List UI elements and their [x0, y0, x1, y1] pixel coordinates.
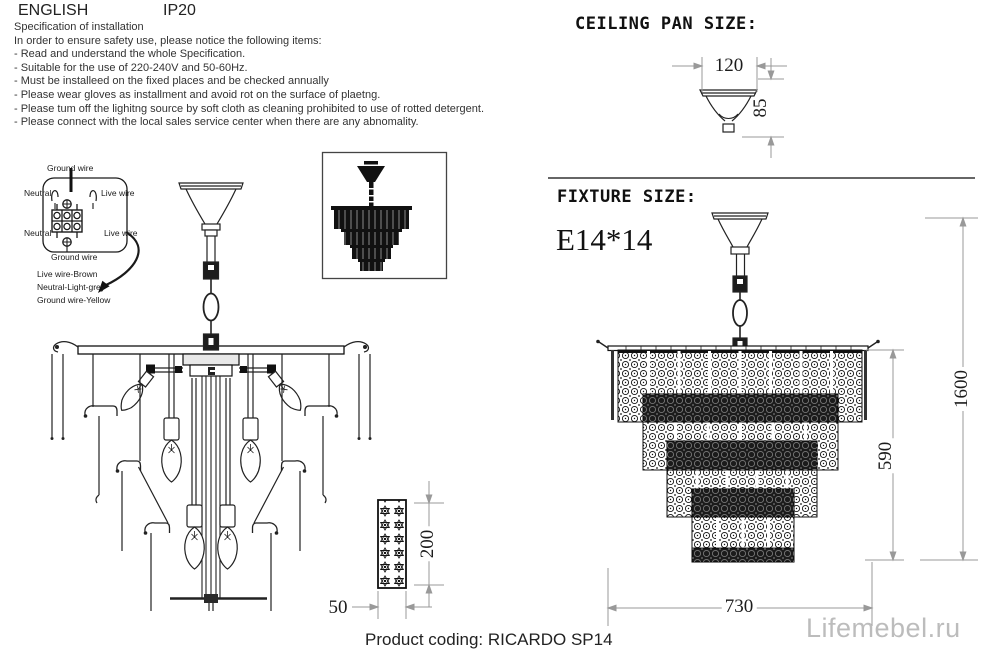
spec-title: Specification of installation: [14, 21, 144, 33]
product-coding: Product coding: RICARDO SP14: [365, 630, 613, 649]
dim-pan-width: 120: [711, 55, 747, 77]
legend-ground-wire: Ground wire-Yellow: [37, 295, 111, 305]
fixture-chain: [732, 254, 748, 353]
lamp-spec: E14*14: [556, 222, 653, 257]
panel-detail-drawing: [377, 499, 407, 589]
dim-panel-width: 50: [328, 597, 348, 618]
specification-block: Specification of installation In order t…: [14, 21, 484, 130]
spec-intro: In order to ensure safety use, please no…: [14, 34, 322, 47]
spec-item: - Please connect with the local sales se…: [14, 116, 419, 129]
dim-body-height: 590: [875, 438, 897, 474]
spec-item: - Suitable for the use of 220-240V and 5…: [14, 61, 248, 74]
fixture-title: FIXTURE SIZE:: [557, 187, 697, 207]
legend-neutral: Neutral-Light-grey: [37, 282, 106, 292]
spec-item: - Please tum off the lighitng source by …: [14, 102, 485, 115]
frame-bottom-bar: [170, 594, 267, 611]
fixture-drawing: [596, 212, 880, 563]
spec-item: - Must be installeed on the fixed places…: [14, 75, 329, 88]
language-label: ENGLISH: [18, 2, 89, 19]
frame-canopy: [178, 182, 244, 237]
ground-wire-top-label: Ground wire: [47, 163, 94, 173]
ground-wire-bottom-label: Ground wire: [51, 252, 98, 262]
frame-hub: [182, 353, 240, 377]
spec-item: - Read and understand the whole Specific…: [14, 48, 246, 61]
ceiling-pan-title: CEILING PAN SIZE:: [575, 14, 758, 34]
legend-live-wire: Live wire-Brown: [37, 269, 98, 279]
live-wire-top-label: Live wire: [101, 188, 135, 198]
spec-item: - Please wear gloves as installment and …: [14, 88, 381, 101]
neutral-bottom-label: Neutral: [24, 228, 52, 238]
dim-fixture-width: 730: [721, 596, 757, 618]
frame-drawing: [50, 182, 373, 612]
fixture-tiers: [617, 349, 863, 563]
wiring-arrow: [105, 231, 140, 286]
ground-screw-bottom: [62, 237, 72, 252]
thumbnail-silhouette: [331, 161, 412, 271]
wiring-diagram: [42, 168, 140, 293]
fixture-canopy: [711, 212, 769, 255]
dimension-lines: [352, 57, 978, 626]
ceiling-pan-drawing: [699, 89, 758, 133]
ground-screw-top: [62, 199, 72, 209]
live-wire-bottom-label: Live wire: [104, 228, 138, 238]
watermark: Lifemebel.ru: [806, 613, 961, 643]
terminal-block: [51, 204, 83, 238]
frame-left-half: [50, 340, 205, 611]
dim-panel-height: 200: [417, 526, 439, 562]
frame-column: [201, 376, 221, 598]
dim-pan-height: 85: [750, 98, 771, 118]
frame-chain: [202, 236, 220, 334]
dim-total-height: 1600: [951, 367, 973, 411]
neutral-top-label: Neutral: [24, 188, 52, 198]
ip-rating: IP20: [163, 2, 196, 19]
thumbnail-box: [321, 151, 448, 280]
